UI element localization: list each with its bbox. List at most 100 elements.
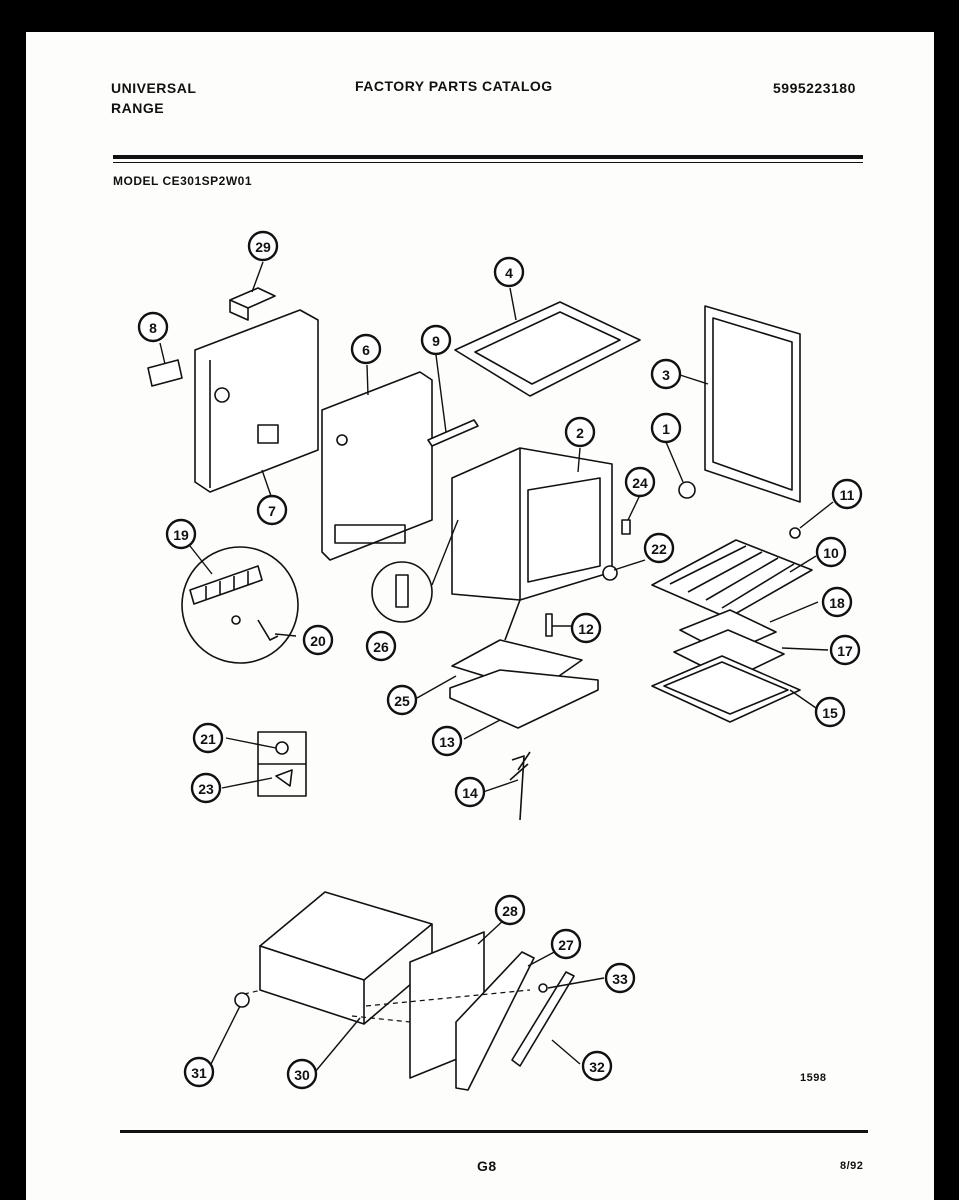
- callout-8: 8: [137, 311, 169, 343]
- callout-label: 18: [829, 595, 845, 611]
- callout-label: 30: [294, 1067, 310, 1083]
- callout-label: 7: [268, 503, 276, 519]
- callout-label: 2: [576, 425, 584, 441]
- part-12-pin: [545, 613, 553, 637]
- callout-14: 14: [454, 776, 486, 808]
- callout-19: 19: [165, 518, 197, 550]
- header-rule-thick: [113, 155, 863, 159]
- callout-label: 11: [840, 487, 855, 503]
- callout-label: 26: [373, 639, 389, 655]
- callout-label: 3: [662, 367, 670, 383]
- callout-label: 24: [632, 475, 648, 491]
- diagram-code: 1598: [800, 1072, 827, 1084]
- part-22-fitting: [602, 565, 618, 581]
- part-11-screw: [789, 527, 801, 539]
- callout-label: 32: [589, 1059, 605, 1075]
- callout-17: 17: [829, 634, 861, 666]
- callout-32: 32: [581, 1050, 613, 1082]
- part-2-oven-body: [451, 447, 613, 641]
- callout-label: 23: [198, 781, 214, 797]
- callout-label: 28: [502, 903, 518, 919]
- callout-label: 14: [462, 785, 478, 801]
- part-3-door: [704, 305, 801, 503]
- part-29-bracket: [229, 287, 276, 321]
- callout-11: 11: [831, 478, 863, 510]
- alignment-lines: [243, 989, 531, 1023]
- part-30-drawer: [259, 891, 433, 1025]
- callout-label: 12: [578, 621, 594, 637]
- part-13-base: [449, 669, 599, 729]
- callout-6: 6: [350, 333, 382, 365]
- callout-30: 30: [286, 1058, 318, 1090]
- callout-label: 29: [255, 239, 271, 255]
- catalog-title: FACTORY PARTS CATALOG: [355, 78, 553, 94]
- callout-20: 20: [302, 624, 334, 656]
- callout-3: 3: [650, 358, 682, 390]
- callout-10: 10: [815, 536, 847, 568]
- part-8-panel: [147, 359, 183, 387]
- callout-12: 12: [570, 612, 602, 644]
- detail-19-20-circle: [181, 546, 299, 664]
- footer-rule: [120, 1130, 868, 1133]
- part-31-roller: [234, 992, 250, 1008]
- part-7-back-panel: [194, 309, 319, 493]
- callout-label: 4: [505, 265, 513, 281]
- callout-28: 28: [494, 894, 526, 926]
- detail-26-circle: [371, 519, 459, 623]
- callout-33: 33: [604, 962, 636, 994]
- brand-line-2: RANGE: [111, 100, 165, 116]
- callout-31: 31: [183, 1056, 215, 1088]
- part-10-rack: [651, 539, 813, 619]
- callout-label: 31: [191, 1065, 207, 1081]
- callout-29: 29: [247, 230, 279, 262]
- callout-7: 7: [256, 494, 288, 526]
- callout-label: 6: [362, 342, 370, 358]
- part-1-knob: [678, 481, 696, 499]
- page-number: G8: [477, 1158, 497, 1174]
- part-15-pan: [651, 655, 801, 723]
- model-number: MODEL CE301SP2W01: [113, 174, 252, 188]
- callout-label: 17: [837, 643, 853, 659]
- callout-24: 24: [624, 466, 656, 498]
- callout-label: 27: [558, 937, 574, 953]
- part-24-clip: [621, 519, 631, 535]
- callout-13: 13: [431, 725, 463, 757]
- callout-label: 33: [612, 971, 628, 987]
- callout-18: 18: [821, 586, 853, 618]
- part-27-drawer-front: [455, 951, 535, 1091]
- part-9-strip: [427, 419, 479, 447]
- header-rule-thin: [113, 162, 863, 163]
- callout-23: 23: [190, 772, 222, 804]
- catalog-number: 5995223180: [773, 80, 856, 96]
- callout-label: 19: [173, 527, 189, 543]
- callout-4: 4: [493, 256, 525, 288]
- callout-label: 15: [822, 705, 838, 721]
- callout-26: 26: [365, 630, 397, 662]
- part-33-screw: [538, 983, 548, 993]
- parts-21-23-box: [257, 731, 307, 797]
- part-4-cooktop: [454, 301, 641, 397]
- leader-lines: [159, 261, 834, 1073]
- part-32-handle: [511, 971, 575, 1067]
- part-6-panel: [321, 371, 433, 561]
- brand-line-1: UNIVERSAL: [111, 80, 197, 96]
- callout-27: 27: [550, 928, 582, 960]
- callout-label: 25: [394, 693, 410, 709]
- callout-label: 1: [662, 421, 670, 437]
- callout-label: 21: [200, 731, 216, 747]
- callout-label: 13: [439, 734, 455, 750]
- part-14-element: [509, 751, 531, 821]
- page-date: 8/92: [840, 1160, 864, 1172]
- callout-22: 22: [643, 532, 675, 564]
- callout-label: 8: [149, 320, 157, 336]
- callout-label: 20: [310, 633, 326, 649]
- callout-label: 22: [651, 541, 667, 557]
- callout-label: 10: [823, 545, 839, 561]
- callout-2: 2: [564, 416, 596, 448]
- callout-15: 15: [814, 696, 846, 728]
- callout-21: 21: [192, 722, 224, 754]
- callout-1: 1: [650, 412, 682, 444]
- callout-9: 9: [420, 324, 452, 356]
